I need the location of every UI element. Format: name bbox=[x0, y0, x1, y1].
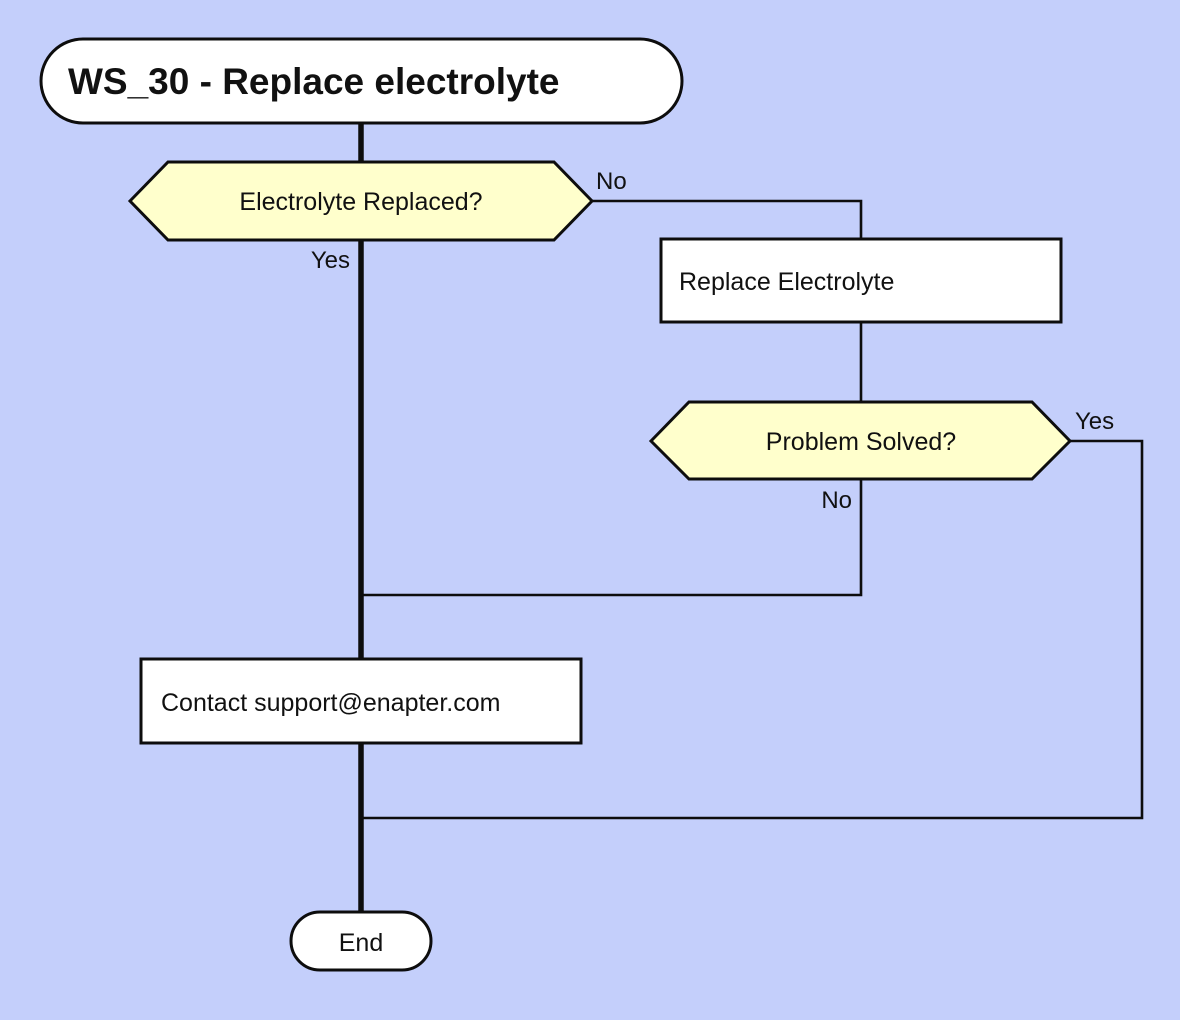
node-decision-electrolyte[interactable]: Electrolyte Replaced? bbox=[127, 160, 595, 242]
edge-label-electrolyte-yes: Yes bbox=[311, 247, 350, 274]
node-decision-electrolyte-shape bbox=[127, 160, 595, 242]
node-decision-problem[interactable]: Problem Solved? bbox=[648, 400, 1073, 481]
edge-label-electrolyte-no: No bbox=[596, 168, 627, 195]
node-start-shape bbox=[39, 37, 684, 125]
node-decision-electrolyte-label: Electrolyte Replaced? bbox=[239, 188, 482, 216]
edge-problem-no-to-contact bbox=[361, 479, 863, 597]
node-end-label: End bbox=[339, 929, 383, 957]
node-decision-problem-label: Problem Solved? bbox=[766, 428, 956, 456]
node-action-replace-shape bbox=[659, 237, 1063, 324]
node-action-contact-label: Contact support@enapter.com bbox=[161, 689, 500, 717]
node-end[interactable]: End bbox=[289, 910, 433, 972]
node-action-contact-shape bbox=[139, 657, 583, 745]
node-action-contact[interactable]: Contact support@enapter.com bbox=[139, 657, 583, 745]
node-action-replace[interactable]: Replace Electrolyte bbox=[659, 237, 1063, 324]
edge-electrolyte-no-to-replace bbox=[592, 199, 863, 239]
edge-label-problem-yes: Yes bbox=[1075, 408, 1114, 435]
node-decision-problem-shape bbox=[648, 400, 1073, 481]
node-end-shape bbox=[289, 910, 433, 972]
node-action-replace-label: Replace Electrolyte bbox=[679, 268, 894, 296]
edge-problem-yes-to-end bbox=[361, 439, 1144, 820]
node-start-label: WS_30 - Replace electrolyte bbox=[68, 61, 560, 102]
edge-label-problem-no: No bbox=[821, 487, 852, 514]
node-start[interactable]: WS_30 - Replace electrolyte bbox=[39, 37, 684, 125]
